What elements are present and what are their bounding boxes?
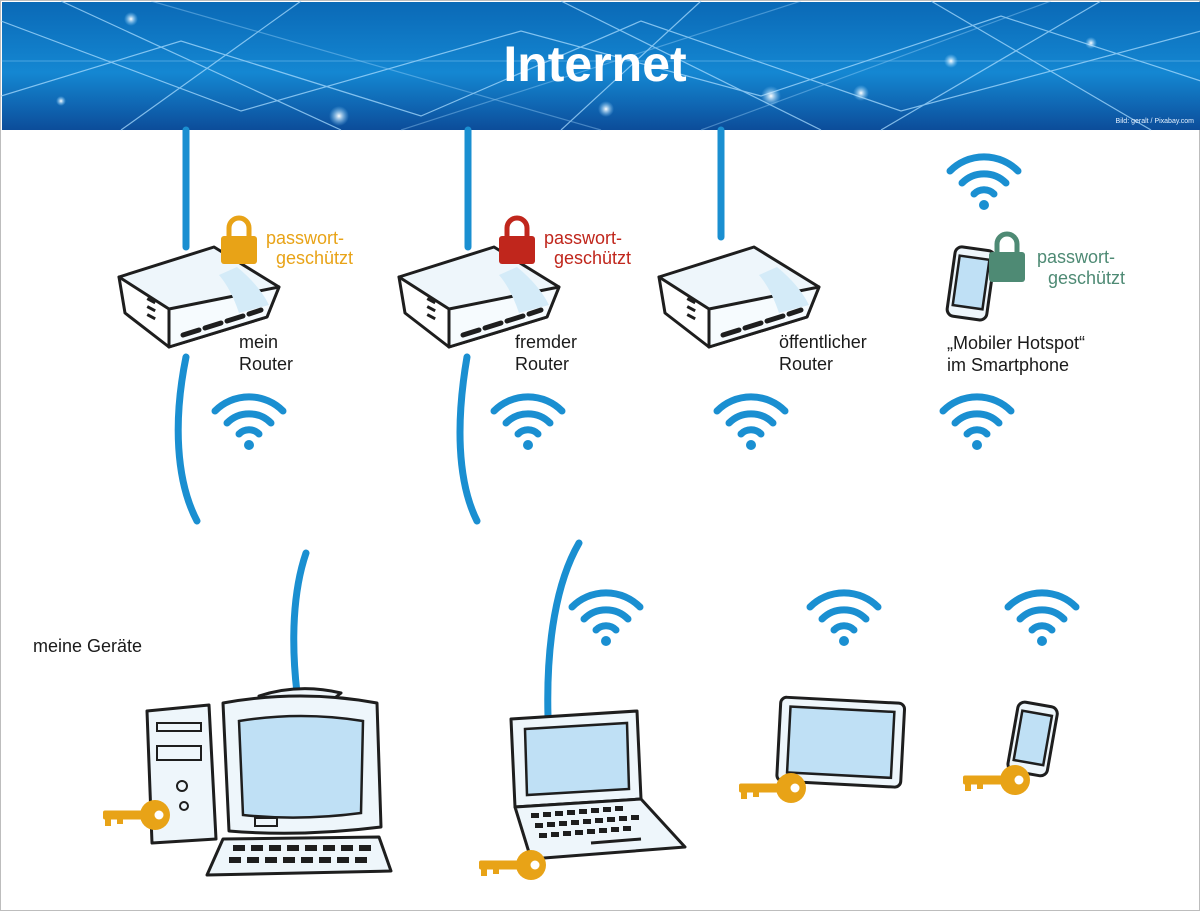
lock-icon <box>221 215 257 264</box>
router-my-pw-line2: geschützt <box>276 248 353 268</box>
wifi-icon <box>943 397 1011 450</box>
hotspot-label-line2: im Smartphone <box>947 355 1069 375</box>
tablet <box>775 695 907 789</box>
router-public-label-line1: öffentlicher <box>779 332 867 352</box>
hotspot-pw-line1: passwort- <box>1037 247 1115 267</box>
laptop <box>509 709 687 861</box>
laptop-cable <box>544 539 583 721</box>
wifi-icon <box>1008 593 1076 646</box>
router-my-label-line1: mein <box>239 332 278 352</box>
hotspot-smartphone <box>945 245 997 322</box>
key-icon <box>963 765 1030 795</box>
router-my-label-line2: Router <box>239 354 293 374</box>
router-foreign-label-line1: fremder <box>515 332 577 352</box>
wifi-icon <box>572 593 640 646</box>
router-foreign-pw-line1: passwort- <box>544 228 622 248</box>
smartphone <box>1006 700 1059 778</box>
header-title: Internet <box>503 36 687 92</box>
uplink-cables <box>182 126 725 251</box>
key-icon <box>479 850 546 880</box>
router-foreign-pw-line2: geschützt <box>554 248 631 268</box>
image-credit: Bild: geralt / Pixabay.com <box>1116 118 1195 125</box>
wifi-icon <box>215 397 283 450</box>
key-icon <box>739 773 806 803</box>
wifi-icon <box>950 157 1018 210</box>
router-public-label-line2: Router <box>779 354 833 374</box>
desktop-pc <box>145 687 393 877</box>
devices-label: meine Geräte <box>33 636 142 656</box>
desktop-cable <box>290 549 310 697</box>
downlink-cable-foreign-router <box>456 353 481 525</box>
lock-icon <box>499 215 535 264</box>
internet-header: Internet Bild: geralt / Pixabay.com <box>1 1 1200 131</box>
wifi-icon <box>717 397 785 450</box>
hotspot-pw-line2: geschützt <box>1048 268 1125 288</box>
pc-keyboard <box>205 835 393 877</box>
lock-icon <box>989 231 1025 282</box>
router-foreign-label-line2: Router <box>515 354 569 374</box>
wifi-icon <box>810 593 878 646</box>
downlink-cable-my-router <box>174 353 201 525</box>
hotspot-label-line1: „Mobiler Hotspot“ <box>947 333 1085 353</box>
router-my-pw-line1: passwort- <box>266 228 344 248</box>
key-icon <box>103 800 170 830</box>
wifi-icon <box>494 397 562 450</box>
